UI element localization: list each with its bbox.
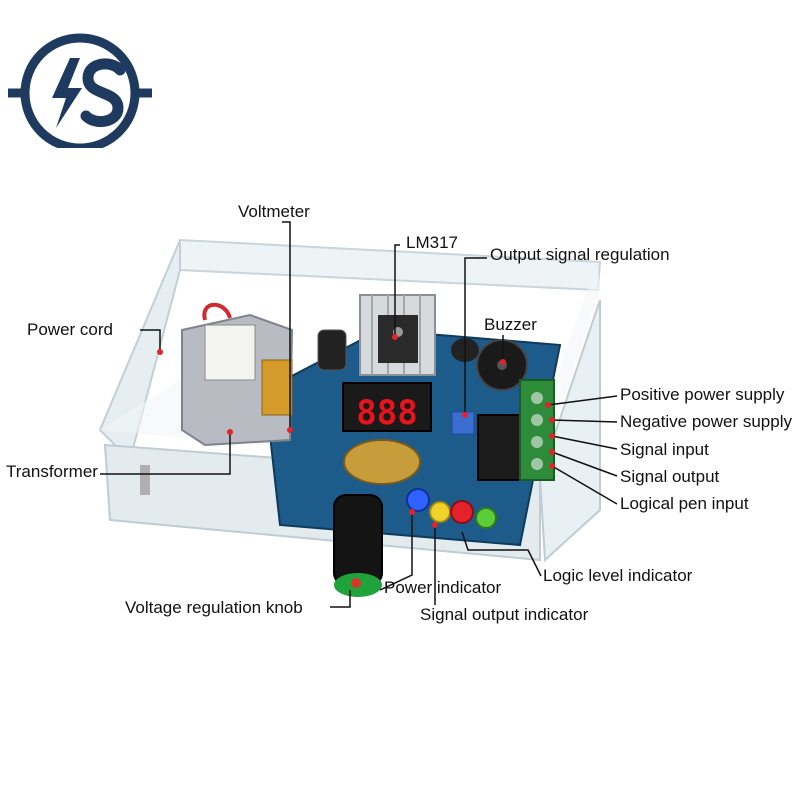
label-power-indicator: Power indicator: [384, 578, 502, 597]
brand-logo: [8, 33, 152, 148]
label-negative-power-supply: Negative power supply: [620, 412, 792, 431]
label-signal-output-indicator: Signal output indicator: [420, 605, 589, 624]
voltage-regulation-knob-body: [333, 494, 383, 597]
red-led: [450, 500, 474, 524]
label-signal-output: Signal output: [620, 467, 720, 486]
blue-led: [406, 488, 430, 512]
label-buzzer: Buzzer: [484, 315, 537, 334]
yellow-led: [429, 501, 451, 523]
label-logic-level-indicator: Logic level indicator: [543, 566, 693, 585]
callout-dots: [157, 334, 555, 528]
label-transformer: Transformer: [6, 462, 98, 481]
label-positive-power-supply: Positive power supply: [620, 385, 785, 404]
label-signal-input: Signal input: [620, 440, 709, 459]
leader-lines: [100, 221, 618, 608]
transformer-body: [181, 302, 294, 447]
label-logical-pen-input: Logical pen input: [620, 494, 749, 513]
lm317-heatsink: [359, 294, 436, 376]
green-led: [475, 507, 497, 529]
label-lm317: LM317: [406, 233, 458, 252]
label-voltmeter: Voltmeter: [238, 202, 310, 221]
label-power-cord: Power cord: [27, 320, 113, 339]
seven-segment-display: 888: [356, 393, 417, 433]
label-output-signal-regulation: Output signal regulation: [490, 245, 670, 264]
terminal-block: [519, 379, 555, 481]
label-voltage-regulation-knob: Voltage regulation knob: [125, 598, 303, 617]
